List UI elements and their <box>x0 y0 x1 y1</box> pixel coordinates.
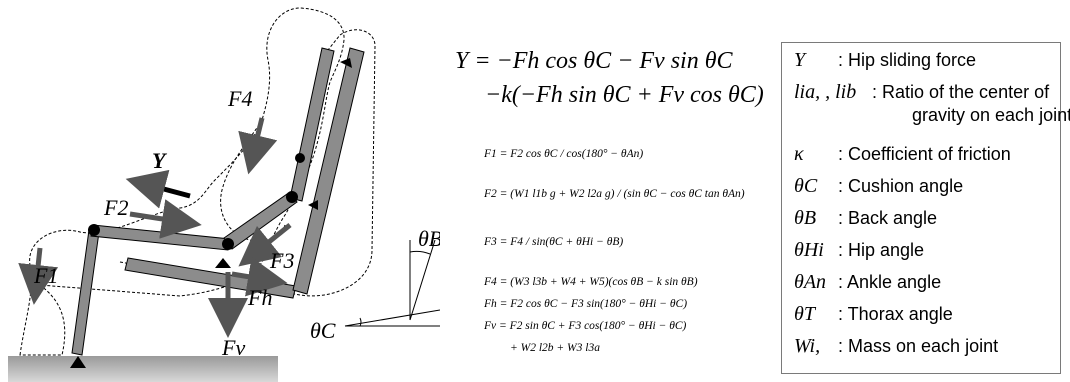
F4-arrow <box>238 117 278 175</box>
F1-arrow <box>18 247 59 305</box>
legend-item: θT : Thorax angle <box>794 303 953 333</box>
lower-trunk-link <box>223 191 298 250</box>
main-equation-line1: Y = −Fh cos θC − Fv sin θC <box>455 48 733 74</box>
legend-text: gravity on each joint <box>912 105 1070 125</box>
legend-item: κ : Coefficient of friction <box>794 143 1011 173</box>
Y-label: Y <box>152 148 168 173</box>
F4-label: F4 <box>227 86 252 111</box>
legend-item: Y : Hip sliding force <box>794 49 976 79</box>
legend-item: lia, , lib : Ratio of the center of <box>794 81 1049 111</box>
thetaC-label: θC <box>310 318 336 343</box>
legend-symbol: θAn <box>794 271 827 293</box>
legend-symbol: θC <box>794 175 818 197</box>
knee-joint <box>88 224 100 236</box>
legend-text: : Cushion angle <box>838 176 964 196</box>
legend-item: θHi : Hip angle <box>794 239 924 269</box>
legend-text: : Hip angle <box>838 240 925 260</box>
F2-label: F2 <box>103 195 128 220</box>
legend-symbol: κ <box>794 143 804 165</box>
lumbar-joint <box>286 191 298 203</box>
hip-joint <box>222 238 234 250</box>
legend-symbol: Wi, <box>794 335 821 357</box>
legend-item-continuation: gravity on each joint <box>912 105 1070 135</box>
thetaB-arc <box>409 250 431 255</box>
thetaC-arc <box>359 317 362 327</box>
shank-link <box>71 229 100 356</box>
thetaC-slant <box>344 309 440 327</box>
legend-item: θB : Back angle <box>794 207 937 237</box>
F4-equation: F4 = (W3 l3b + W4 + W5)(cos θB − k sin θ… <box>484 276 698 288</box>
symbol-legend: Y : Hip sliding force lia, , lib : Ratio… <box>781 42 1070 374</box>
thigh-link <box>90 224 231 251</box>
legend-text: : Mass on each joint <box>838 336 999 356</box>
Fv-label: Fv <box>221 335 245 360</box>
F3-equation: F3 = F4 / sin(θC + θHi − θB) <box>484 236 624 248</box>
legend-item: Wi, : Mass on each joint <box>794 335 998 365</box>
F3-label: F3 <box>269 248 294 273</box>
seat-force-diagram: F4 Y F2 F1 F3 Fh Fv θB θC <box>8 7 440 382</box>
F3-arrow <box>238 223 292 267</box>
thorax-joint <box>295 153 305 163</box>
legend-symbol: Y <box>794 49 806 71</box>
thetaB-slant <box>409 239 436 321</box>
Fh-label: Fh <box>247 285 272 310</box>
back-contact <box>308 200 318 210</box>
F1-label: F1 <box>33 263 58 288</box>
Fh-equation: Fh = F2 cos θC − F3 sin(180° − θHi − θC) <box>484 298 688 310</box>
hip-support <box>215 258 231 268</box>
legend-text: : Thorax angle <box>838 304 953 324</box>
legend-item: θAn : Ankle angle <box>794 271 941 301</box>
head-contact <box>340 58 352 68</box>
legend-symbol: θT <box>794 303 815 325</box>
Fh-arrow <box>231 256 288 297</box>
legend-text: : Back angle <box>838 208 938 228</box>
F2-arrow <box>129 199 202 239</box>
Fv-equation-line2: + W2 l2b + W3 l3a <box>510 342 600 354</box>
ankle-support <box>70 356 86 368</box>
legend-symbol: θHi <box>794 239 824 261</box>
main-equation-line2: −k(−Fh sin θC + Fv cos θC) <box>485 82 764 108</box>
legend-symbol: θB <box>794 207 817 229</box>
legend-text: : Ratio of the center of <box>872 82 1050 102</box>
F1-equation: F1 = F2 cos θC / cos(180° − θAn) <box>484 148 644 160</box>
legend-symbol: lia, , lib <box>794 81 857 103</box>
F2-equation: F2 = (W1 l1b g + W2 l2a g) / (sin θC − c… <box>484 188 745 200</box>
legend-text: : Ankle angle <box>838 272 942 292</box>
Y-arrow <box>125 169 191 209</box>
legend-text: : Coefficient of friction <box>838 144 1011 164</box>
seat-back <box>292 47 365 295</box>
legend-text: : Hip sliding force <box>838 50 977 70</box>
occupant-arm <box>220 119 286 243</box>
legend-item: θC : Cushion angle <box>794 175 963 205</box>
thetaB-label: θB <box>418 226 440 251</box>
floor <box>8 356 278 382</box>
Fv-equation-line1: Fv = F2 sin θC + F3 cos(180° − θHi − θC) <box>484 320 687 332</box>
